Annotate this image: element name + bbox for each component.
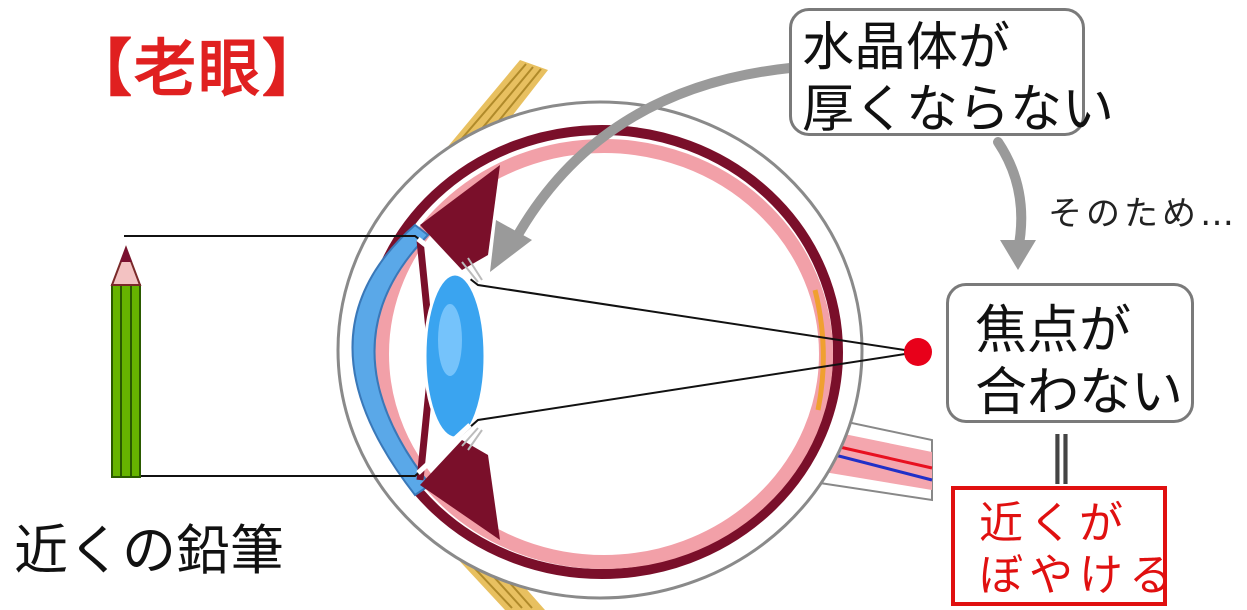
- lens-callout-line1: 水晶体が: [802, 17, 1082, 79]
- focus-callout-line2: 合わない: [975, 362, 1191, 424]
- focus-callout-box: 焦点が 合わない: [946, 283, 1194, 423]
- pencil-icon: [112, 246, 140, 477]
- focal-point-dot: [904, 338, 932, 366]
- eyeball: [338, 102, 862, 598]
- result-box: 近くが ぼやける: [951, 486, 1167, 606]
- pencil-label: 近くの鉛筆: [14, 506, 284, 585]
- lens-callout-box: 水晶体が 厚くならない: [789, 8, 1085, 136]
- lens-callout-line2: 厚くならない: [802, 79, 1082, 141]
- page-title: 【老眼】: [70, 18, 326, 108]
- lens-highlight: [438, 304, 462, 376]
- focus-callout-line1: 焦点が: [975, 300, 1191, 362]
- result-line2: ぼやける: [979, 550, 1163, 602]
- connector-text: そのため…: [1048, 186, 1238, 235]
- result-line1: 近くが: [979, 498, 1163, 550]
- equals-mark: ‖: [1049, 426, 1074, 484]
